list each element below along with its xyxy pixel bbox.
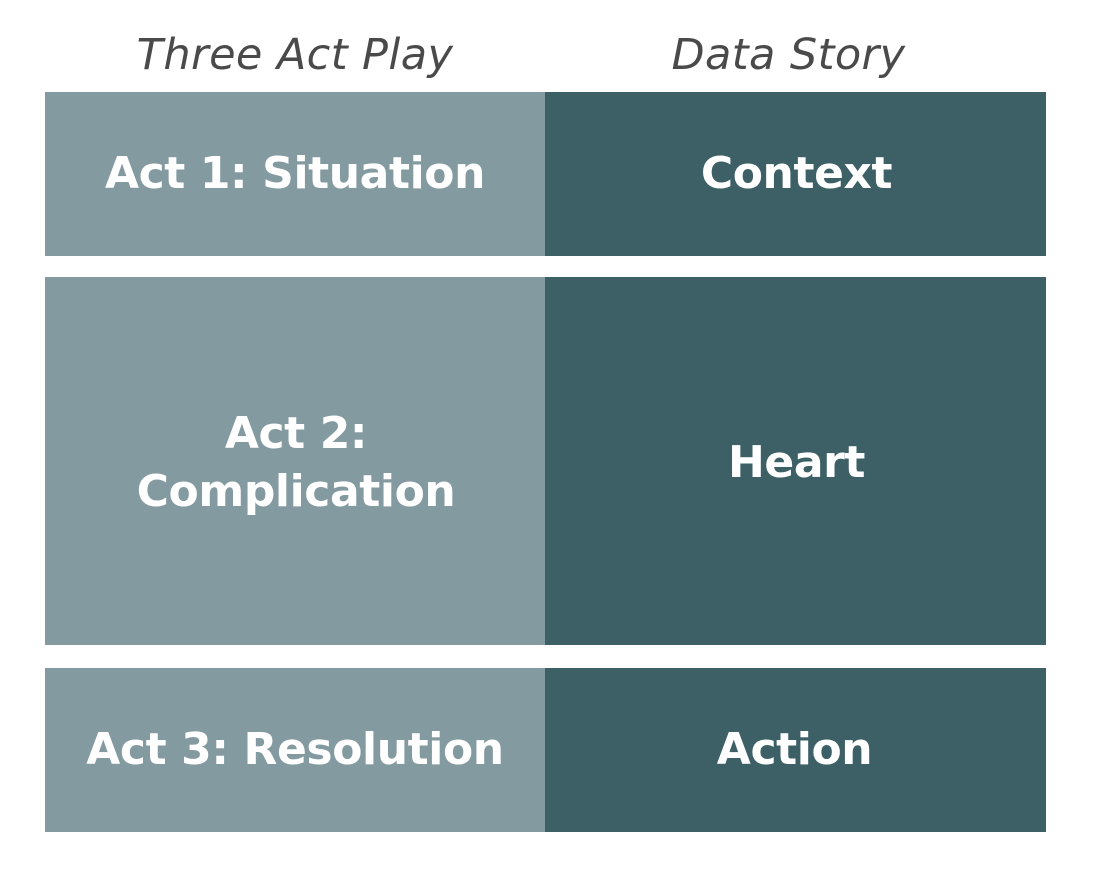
- cell-action: Action: [545, 668, 1046, 832]
- table-row: Act 3: Resolution Action: [45, 668, 1046, 832]
- cell-context: Context: [545, 92, 1046, 256]
- cell-label: Act 2: Complication: [136, 407, 456, 517]
- cell-label: Act 1: Situation: [104, 147, 486, 199]
- mapping-matrix: Act 1: Situation Context Act 2: Complica…: [45, 92, 1046, 832]
- column-header-row: Three Act Play Data Story: [45, 22, 1046, 88]
- cell-label: Action: [716, 723, 873, 775]
- cell-act-1-situation: Act 1: Situation: [45, 92, 545, 256]
- table-row: Act 2: Complication Heart: [45, 277, 1046, 645]
- cell-label: Act 3: Resolution: [86, 723, 504, 775]
- cell-label: Context: [700, 147, 893, 199]
- cell-act-2-complication: Act 2: Complication: [45, 277, 545, 645]
- cell-label: Heart: [727, 436, 866, 488]
- column-header-data-story: Data Story: [545, 22, 1046, 88]
- column-header-label: Data Story: [671, 29, 906, 80]
- table-row: Act 1: Situation Context: [45, 92, 1046, 256]
- column-header-three-act-play: Three Act Play: [45, 22, 545, 88]
- column-header-label: Three Act Play: [136, 29, 454, 80]
- cell-heart: Heart: [545, 277, 1046, 645]
- cell-act-3-resolution: Act 3: Resolution: [45, 668, 545, 832]
